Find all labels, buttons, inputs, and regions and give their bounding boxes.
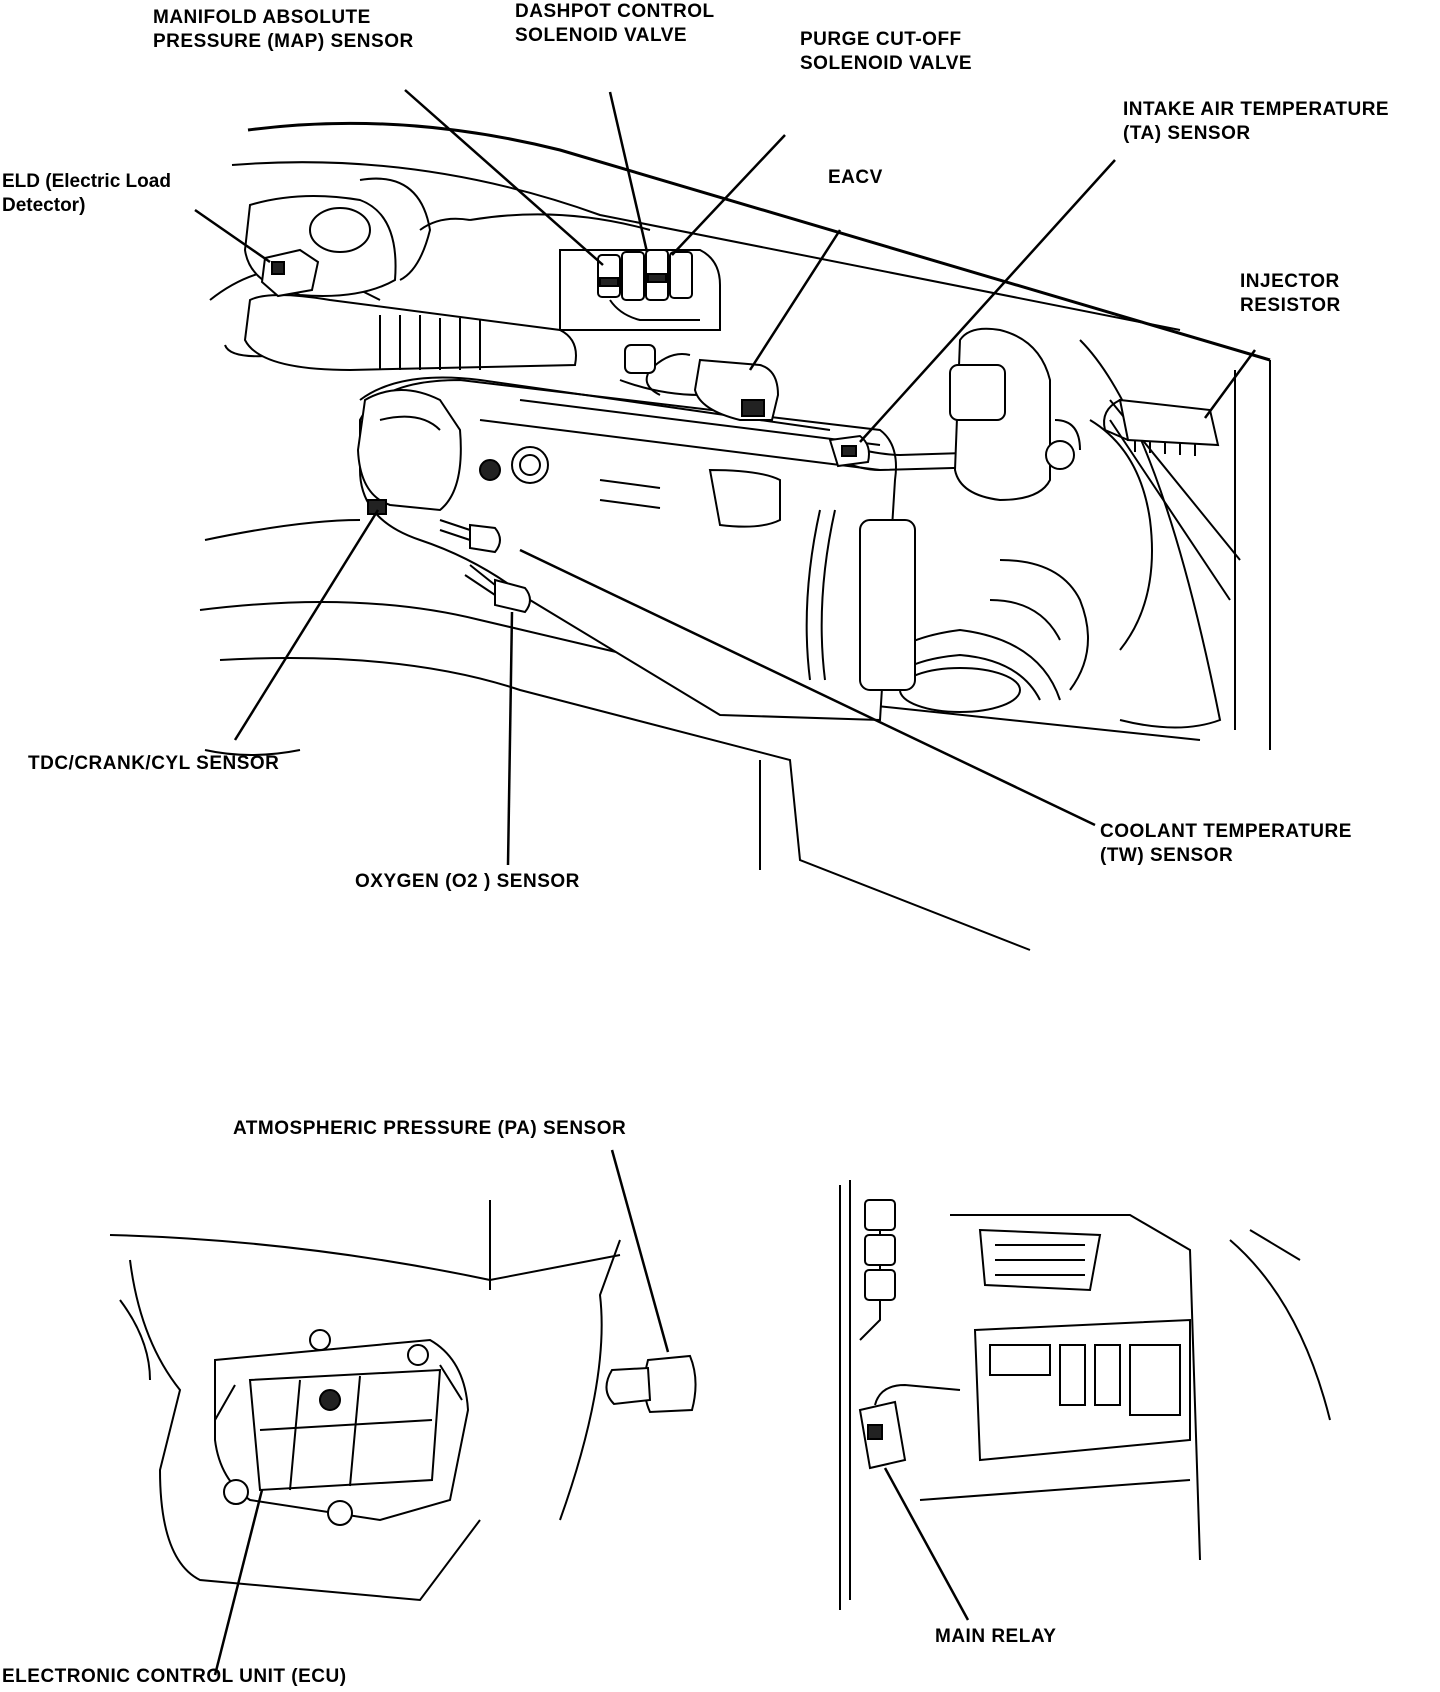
tdc-sensor-label: TDC/CRANK/CYL SENSOR (28, 753, 280, 774)
injector-resistor-label-line1: INJECTOR (1240, 271, 1340, 292)
purge-label-line1: PURGE CUT-OFF (800, 29, 962, 50)
engine-bay-illustration (199, 121, 1271, 951)
coolant-temp-label: COOLANT TEMPERATURE (TW) SENSOR (1100, 820, 1352, 868)
eld-label-line2: Detector) (2, 195, 86, 216)
purge-label-line2: SOLENOID VALVE (800, 53, 973, 74)
ecu-illustration (109, 1200, 697, 1602)
coolant-temp-label-line1: COOLANT TEMPERATURE (1100, 821, 1352, 842)
eld-label-line1: ELD (Electric Load (2, 171, 171, 192)
oxygen-sensor-label: OXYGEN (O2 ) SENSOR (355, 871, 580, 892)
ecu-label: ELECTRONIC CONTROL UNIT (ECU) (2, 1666, 347, 1687)
leader-lines-bottom (213, 1149, 970, 1676)
purge-label: PURGE CUT-OFF SOLENOID VALVE (800, 28, 972, 76)
eld-label: ELD (Electric Load Detector) (2, 170, 171, 218)
dashpot-label: DASHPOT CONTROL SOLENOID VALVE (515, 0, 715, 48)
eacv-label: EACV (828, 167, 883, 188)
map-sensor-label: MANIFOLD ABSOLUTE PRESSURE (MAP) SENSOR (153, 6, 414, 54)
intake-air-label-line2: (TA) SENSOR (1123, 123, 1251, 144)
coolant-temp-label-line2: (TW) SENSOR (1100, 845, 1234, 866)
map-sensor-label-line1: MANIFOLD ABSOLUTE (153, 7, 371, 28)
dashpot-label-line1: DASHPOT CONTROL (515, 1, 715, 22)
main-relay-illustration (839, 1180, 1331, 1610)
leader-lines-top (194, 89, 1257, 866)
dashpot-label-line2: SOLENOID VALVE (515, 25, 688, 46)
injector-resistor-label-line2: RESISTOR (1240, 295, 1341, 316)
injector-resistor-label: INJECTOR RESISTOR (1240, 270, 1341, 318)
map-sensor-label-line2: PRESSURE (MAP) SENSOR (153, 31, 414, 52)
intake-air-label: INTAKE AIR TEMPERATURE (TA) SENSOR (1123, 98, 1389, 146)
main-relay-label: MAIN RELAY (935, 1626, 1057, 1647)
intake-air-label-line1: INTAKE AIR TEMPERATURE (1123, 99, 1390, 120)
atmospheric-pressure-label: ATMOSPHERIC PRESSURE (PA) SENSOR (233, 1118, 627, 1139)
